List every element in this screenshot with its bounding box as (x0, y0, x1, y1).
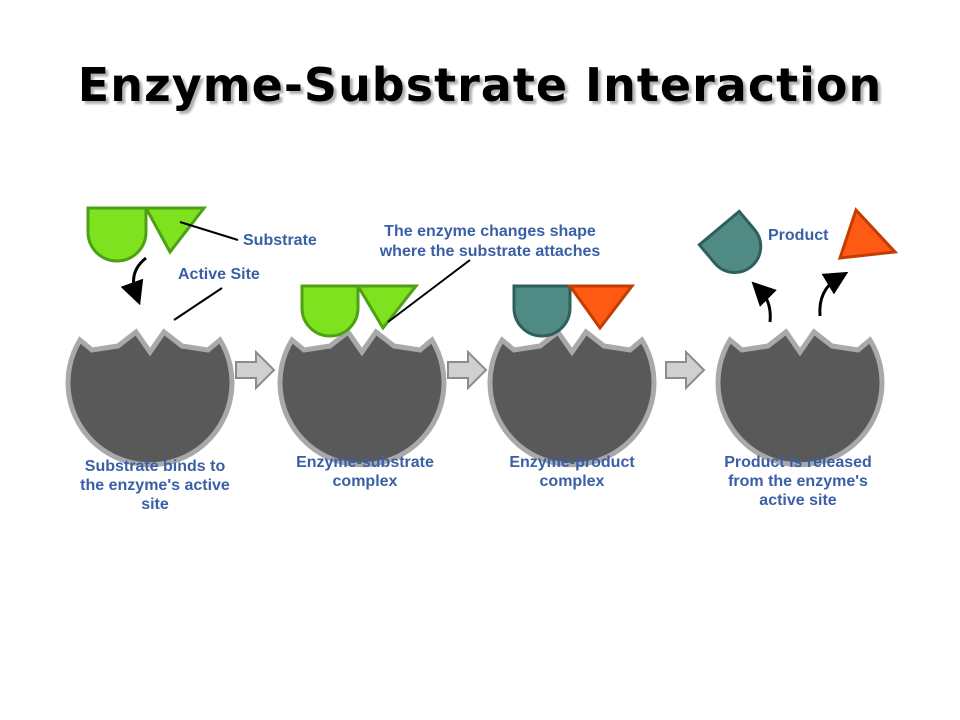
caption-2-line-1: Enzyme-substrate (296, 454, 434, 471)
caption-4-line-1: Product is released (724, 454, 872, 471)
enzyme-3 (490, 332, 654, 465)
label-product: Product (768, 227, 829, 244)
caption-4-line-3: active site (759, 492, 836, 509)
caption-1-line-2: the enzyme's active (80, 477, 230, 494)
leader-substrate (179, 221, 239, 241)
page-title: Enzyme-Substrate Interaction (77, 58, 883, 112)
caption-3-line-2: complex (540, 473, 605, 490)
label-shape-change-1: The enzyme changes shape (384, 223, 596, 240)
step-arrow-2 (447, 349, 488, 391)
caption-1-line-1: Substrate binds to (85, 458, 226, 475)
substrate-bound (300, 284, 420, 338)
product-released-teal (697, 209, 763, 274)
label-active-site: Active Site (178, 266, 260, 283)
product-released-orange (837, 207, 899, 260)
enzyme-1 (68, 332, 232, 465)
curved-arrow-down (120, 256, 147, 306)
enzyme-2 (280, 332, 444, 465)
substrate-free (86, 206, 208, 263)
leader-active-site (173, 287, 223, 321)
label-shape-change-2: where the substrate attaches (379, 243, 601, 260)
product-bound (512, 284, 636, 338)
leader-shape-change (387, 259, 471, 323)
caption-2-line-2: complex (333, 473, 398, 490)
caption-1-line-3: site (141, 496, 169, 513)
caption-4-line-2: from the enzyme's (728, 473, 868, 490)
step-arrow-1 (235, 349, 276, 391)
caption-3-line-1: Enzyme-product (509, 454, 635, 471)
label-substrate: Substrate (243, 232, 317, 249)
step-arrow-3 (665, 349, 706, 391)
curved-arrow-up-left (751, 281, 777, 323)
curved-arrow-up-right (818, 271, 849, 317)
enzyme-4 (718, 332, 882, 465)
